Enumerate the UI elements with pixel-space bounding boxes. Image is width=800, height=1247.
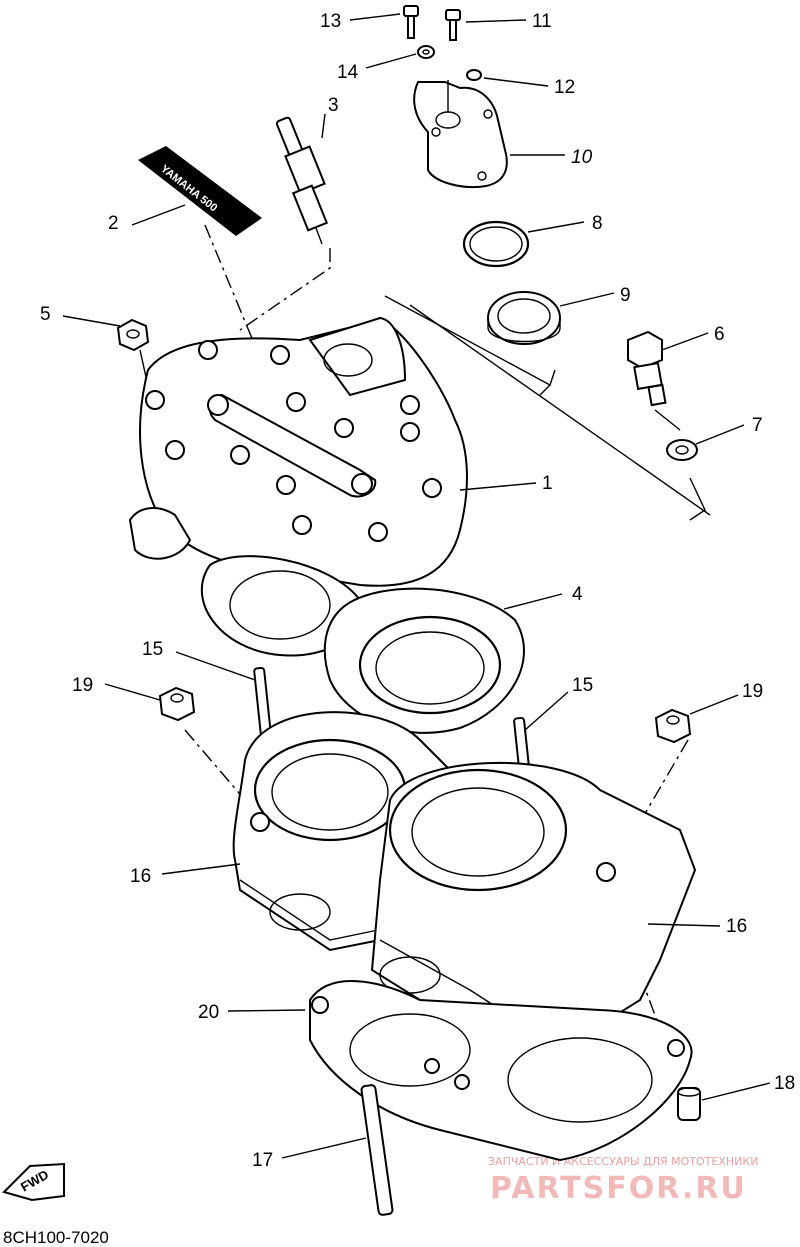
cylinder-head-drawing xyxy=(128,316,468,587)
dowel-pin-drawing xyxy=(677,1087,701,1121)
nut-5-drawing xyxy=(116,318,150,352)
label-18: 18 xyxy=(774,1073,795,1094)
label-19-left: 19 xyxy=(72,675,93,696)
label-8: 8 xyxy=(592,213,603,234)
yamaha-decal-drawing: YAMAHA 500 xyxy=(138,146,262,236)
fwd-arrow: FWD xyxy=(2,1162,65,1202)
gasket-9-drawing xyxy=(487,291,561,345)
part-labels: 13 11 14 12 10 3 2 8 9 5 6 7 1 4 15 15 1… xyxy=(40,11,795,1171)
label-15-left: 15 xyxy=(142,639,163,660)
label-3: 3 xyxy=(328,95,339,116)
label-4: 4 xyxy=(572,584,583,605)
head-bolt-holes xyxy=(145,340,442,542)
nut-19-left-drawing xyxy=(158,686,196,722)
washer-12-drawing xyxy=(466,69,482,81)
label-6: 6 xyxy=(714,324,725,345)
diagram-code: 8CH100-7020 xyxy=(3,1228,109,1247)
label-15-right: 15 xyxy=(572,675,593,696)
watermark-brand: PARTSFOR.RU xyxy=(490,1171,747,1206)
o-ring-8-drawing xyxy=(462,220,530,268)
label-1: 1 xyxy=(542,473,553,494)
washer-7-drawing xyxy=(666,439,698,461)
label-16-right: 16 xyxy=(726,916,747,937)
spark-plug-drawing xyxy=(275,116,329,245)
label-16-left: 16 xyxy=(130,866,151,887)
label-12: 12 xyxy=(554,77,575,98)
label-20: 20 xyxy=(198,1002,219,1023)
head-gasket-drawing xyxy=(200,555,525,734)
label-14: 14 xyxy=(337,62,359,83)
leader-lines xyxy=(62,13,771,1159)
thermostat-cover-drawing xyxy=(413,80,508,188)
label-17: 17 xyxy=(252,1150,273,1171)
washer-14-drawing xyxy=(417,45,435,59)
label-9: 9 xyxy=(620,285,631,306)
label-2: 2 xyxy=(108,213,119,234)
bolt-13-drawing xyxy=(403,5,419,39)
watermark: ЗАПЧАСТИ И АКСЕССУАРЫ ДЛЯ МОТОТЕХНИКИ PA… xyxy=(488,1155,758,1206)
label-7: 7 xyxy=(752,415,763,436)
bolt-11-drawing xyxy=(445,9,461,41)
label-13: 13 xyxy=(320,11,341,32)
label-19-right: 19 xyxy=(742,681,763,702)
watermark-tagline: ЗАПЧАСТИ И АКСЕССУАРЫ ДЛЯ МОТОТЕХНИКИ xyxy=(488,1155,758,1168)
temperature-sensor-drawing xyxy=(627,330,667,407)
guide-lines xyxy=(139,224,711,1086)
base-gasket-drawing xyxy=(309,980,693,1162)
stud-17-drawing xyxy=(360,1084,394,1216)
label-5: 5 xyxy=(40,304,51,325)
label-11: 11 xyxy=(532,11,552,32)
label-10: 10 xyxy=(571,147,593,168)
nut-19-right-drawing xyxy=(654,708,692,744)
